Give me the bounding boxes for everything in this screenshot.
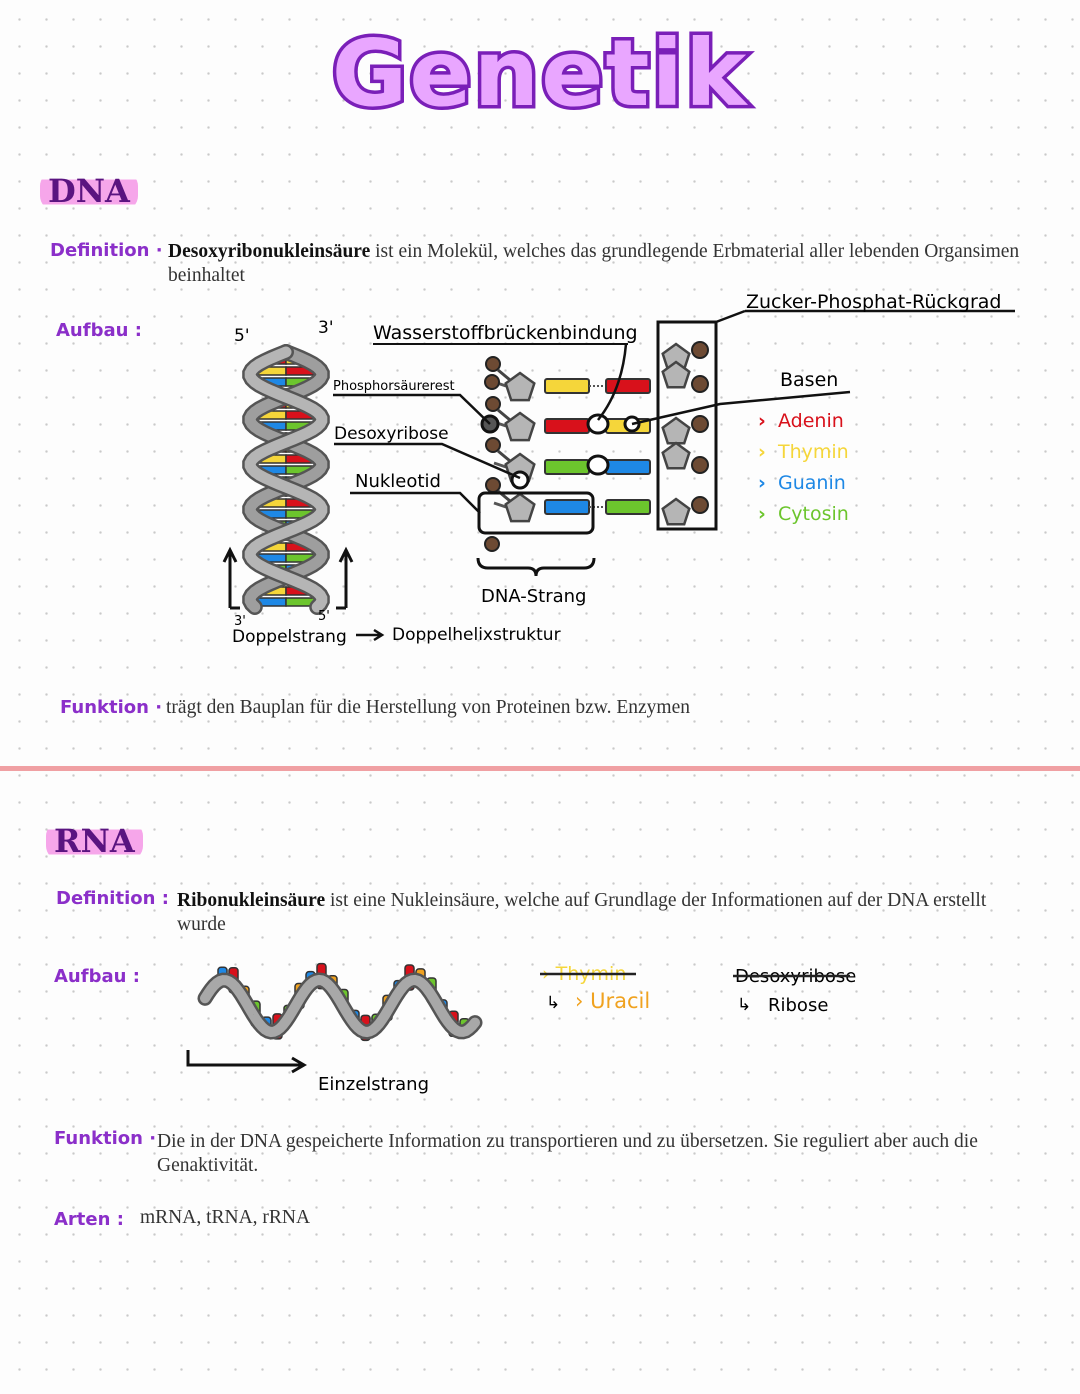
base-name-guanin: Guanin [778, 472, 846, 494]
dna-definition-text: Desoxyribonukleinsäure ist ein Molekül, … [168, 241, 1020, 286]
label-3-bottom: 3' [234, 614, 246, 629]
base-name-cytosin: Cytosin [778, 503, 849, 525]
phosphate-group [691, 415, 709, 433]
rna-aufbau-label: Aufbau : [54, 966, 140, 987]
phosphate-group [691, 375, 709, 393]
chevron-right-icon: › [758, 441, 766, 463]
dna-heading: DNA [40, 172, 138, 210]
base-name-thymin: Thymin [777, 441, 849, 463]
dna-aufbau-label: Aufbau : [56, 320, 142, 341]
label-single-strand: Einzelstrang [318, 1074, 429, 1095]
label-hydrogen-bond: Wasserstoffbrückenbindung [373, 322, 638, 344]
dna-definition-label: Definition · [50, 240, 163, 261]
rna-arten-label: Arten : [54, 1209, 124, 1230]
page-title: Genetik [328, 17, 750, 131]
phosphate-group [691, 341, 709, 359]
phosphate-group [485, 477, 501, 493]
sugar-pentagon [504, 371, 536, 402]
rna-funktion-text: Die in der DNA gespeicherte Information … [157, 1131, 978, 1176]
base-right [605, 499, 651, 515]
label-5-top: 5' [234, 326, 250, 346]
sugar-pentagon [504, 492, 536, 523]
arrow-return-icon: ↳ [546, 993, 560, 1013]
new-base: › Uracil [575, 989, 650, 1013]
base-left [544, 418, 590, 434]
phosphate-group [484, 536, 500, 552]
label-deoxyribose: Desoxyribose [334, 424, 449, 444]
section-divider [0, 766, 1080, 771]
sugar-pentagon [661, 441, 691, 470]
base-left [544, 378, 590, 394]
base-right [605, 378, 651, 394]
label-double-strand: Doppelstrang [232, 627, 347, 647]
phosphate-bond [497, 408, 511, 422]
phosphate-group [691, 496, 709, 514]
rna-arten-text: mRNA, tRNA, rRNA [140, 1207, 311, 1228]
base-left [544, 459, 590, 475]
rna-funktion-label: Funktion · [54, 1128, 157, 1149]
dna-funktion-label: Funktion · [60, 697, 163, 718]
new-sugar: Ribose [768, 995, 828, 1016]
sugar-pentagon [661, 497, 691, 526]
sugar-pentagon [504, 411, 536, 442]
nucleotide-box [477, 491, 595, 535]
backbone-link [493, 461, 507, 469]
strand-brace [476, 557, 596, 577]
phosphate-group [485, 356, 501, 372]
rna-diagram: Einzelstrang › Thymin ↳ › Uracil Desoxyr… [186, 962, 856, 1095]
label-nucleotide: Nukleotid [355, 471, 441, 492]
phosphate-group [485, 396, 501, 412]
rna-heading: RNA [46, 822, 143, 860]
base-name-adenin: Adenin [778, 410, 844, 432]
label-phosphate: Phosphorsäurerest [333, 379, 455, 394]
arrow-return-icon: ↳ [737, 995, 751, 1015]
hydrogen-bond-marker [586, 454, 610, 476]
phosphate-group [484, 374, 500, 390]
rna-definition-text: Ribonukleinsäure ist eine Nukleinsäure, … [177, 890, 987, 935]
sugar-pentagon [661, 360, 691, 389]
label-3-top: 3' [318, 318, 334, 338]
rna-definition-label: Definition : [56, 888, 169, 909]
helix-strand-b-inner [244, 346, 328, 613]
chevron-right-icon: › [758, 410, 766, 432]
arrow-icon [356, 628, 385, 642]
direction-arrow [186, 1050, 307, 1074]
base-right [605, 459, 651, 475]
dna-diagram: 5' 3' 3' 5' Doppelstrang Doppelhelixstru… [222, 291, 1015, 647]
hydrogen-bond-marker [586, 413, 610, 435]
label-5-bottom: 5' [318, 609, 330, 624]
phosphate-bond [497, 449, 511, 463]
phosphate-group [691, 456, 709, 474]
strand-direction-arrows [222, 546, 354, 610]
chevron-right-icon: › [758, 503, 766, 525]
dna-funktion-text: trägt den Bauplan für die Herstellung vo… [166, 697, 691, 718]
bases-legend: › Adenin › Thymin › Guanin › Cytosin [758, 410, 849, 525]
label-double-helix: Doppelhelixstruktur [392, 625, 561, 645]
sugar-pentagon [661, 416, 691, 445]
label-dna-strand: DNA-Strang [481, 586, 587, 607]
label-bases: Basen [780, 369, 838, 391]
base-left [544, 499, 590, 515]
chevron-right-icon: › [758, 472, 766, 494]
phosphate-bond [497, 368, 511, 382]
backbone-link [493, 501, 507, 509]
chevron-right-icon: › [575, 989, 590, 1013]
phosphate-group [485, 437, 501, 453]
backbone-box [656, 320, 718, 531]
label-backbone: Zucker-Phosphat-Rückgrad [746, 291, 1001, 313]
dna-strand-detail [480, 341, 709, 552]
rna-backbone-inner [200, 974, 480, 1038]
